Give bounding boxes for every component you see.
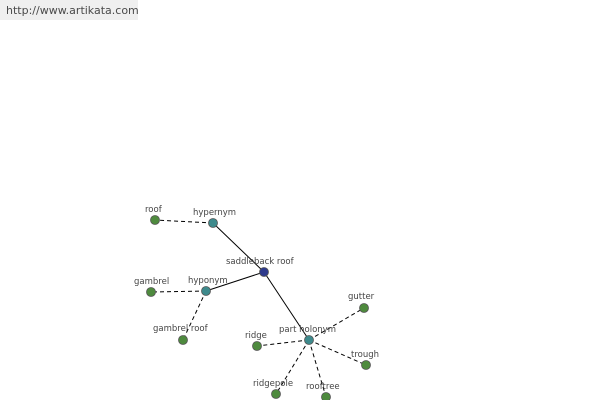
node-label: part holonym: [279, 325, 336, 335]
node-label: gambrel roof: [153, 324, 209, 334]
node-circle[interactable]: [146, 287, 156, 297]
node-circle[interactable]: [150, 215, 160, 225]
node-rooftree[interactable]: rooftree: [306, 382, 340, 400]
edge-part-holonym-ridgepole: [275, 339, 310, 395]
edge-part-holonym-rooftree: [308, 339, 327, 398]
node-circle[interactable]: [271, 389, 281, 399]
node-label: trough: [351, 350, 379, 360]
node-gutter[interactable]: gutter: [348, 292, 375, 313]
node-circle[interactable]: [178, 335, 188, 345]
source-url[interactable]: http://www.artikata.com: [0, 0, 139, 20]
node-roof[interactable]: roof: [145, 205, 163, 225]
node-ridgepole[interactable]: ridgepole: [253, 379, 293, 399]
edge-center-hypernym: [212, 222, 265, 273]
node-label: gambrel: [134, 277, 169, 287]
node-circle[interactable]: [304, 335, 314, 345]
node-part-holonym[interactable]: part holonym: [279, 325, 336, 345]
node-label: ridge: [245, 331, 267, 341]
edge-part-holonym-gutter: [308, 307, 365, 341]
edge-hypernym-roof: [154, 219, 214, 224]
node-circle[interactable]: [201, 286, 211, 296]
node-circle[interactable]: [259, 267, 269, 277]
node-hyponym[interactable]: hyponym: [188, 276, 228, 296]
node-label: saddleback roof: [226, 257, 295, 267]
node-label: hyponym: [188, 276, 228, 286]
node-label: gutter: [348, 292, 375, 302]
edge-center-hyponym: [205, 271, 265, 292]
node-label: rooftree: [306, 382, 340, 392]
edge-part-holonym-ridge: [256, 339, 310, 347]
node-gambrel-roof[interactable]: gambrel roof: [153, 324, 209, 345]
node-label: roof: [145, 205, 163, 215]
edge-center-part-holonym: [263, 271, 310, 341]
node-circle[interactable]: [208, 218, 218, 228]
node-label: hypernym: [193, 208, 236, 218]
edge-hyponym-gambrel: [150, 290, 207, 293]
node-trough[interactable]: trough: [351, 350, 379, 370]
node-gambrel[interactable]: gambrel: [134, 277, 169, 297]
node-ridge[interactable]: ridge: [245, 331, 267, 351]
node-circle[interactable]: [252, 341, 262, 351]
node-circle[interactable]: [361, 360, 371, 370]
node-hypernym[interactable]: hypernym: [193, 208, 236, 228]
edge-part-holonym-trough: [308, 339, 367, 366]
edge-hyponym-gambrel-roof: [182, 290, 207, 341]
node-label: ridgepole: [253, 379, 293, 389]
node-circle[interactable]: [359, 303, 369, 313]
node-saddleback-roof[interactable]: saddleback roof: [226, 257, 295, 277]
node-circle[interactable]: [321, 392, 331, 400]
